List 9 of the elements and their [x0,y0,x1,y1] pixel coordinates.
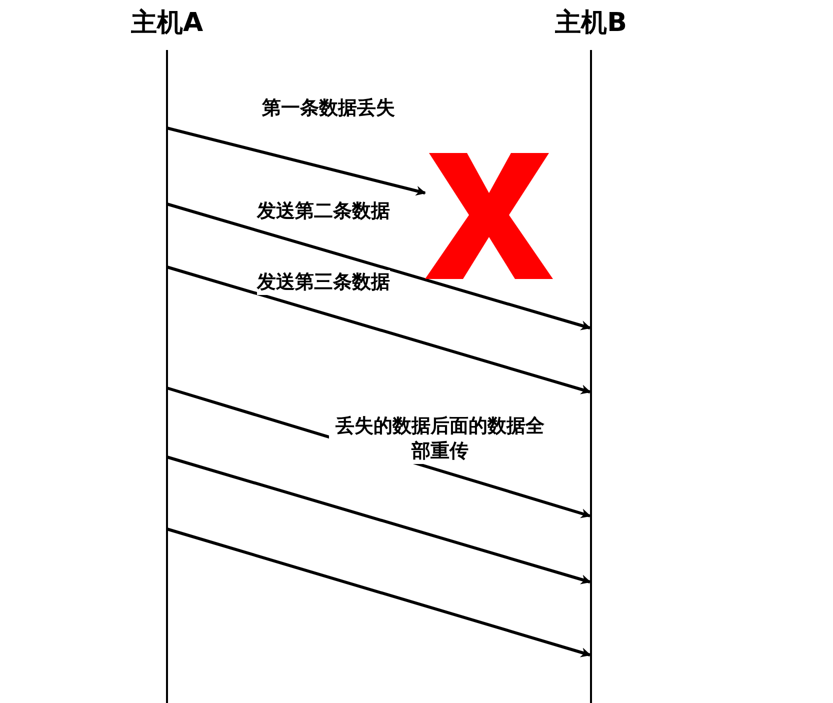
arrow [166,202,591,330]
cross-mark [425,153,553,279]
edge-label: 发送第三条数据 [257,270,390,295]
arrow [166,266,591,394]
host-heading: 主机A [130,8,204,38]
host-heading: 主机B [555,8,627,38]
arrow [166,456,591,584]
arrow [166,126,426,196]
arrow [166,528,591,658]
